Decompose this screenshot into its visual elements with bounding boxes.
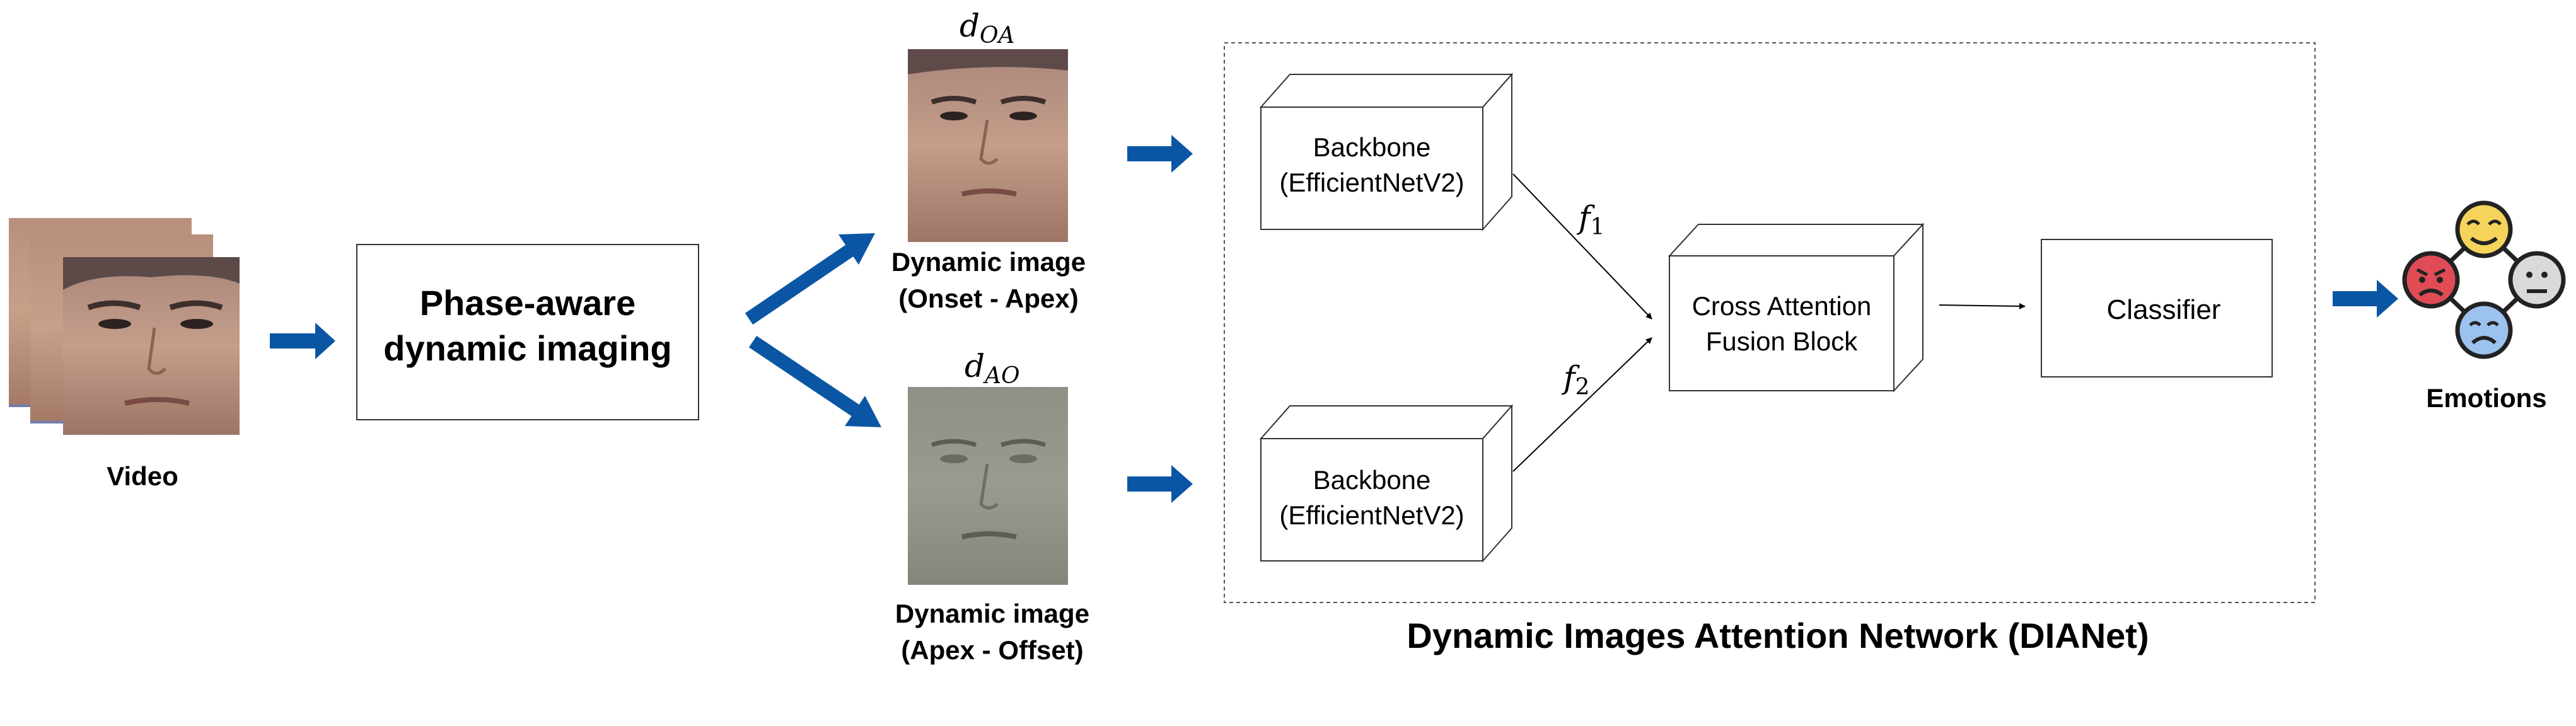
dyn-ao-symbol: dAO: [965, 348, 1020, 389]
backbone-top-box: [1259, 72, 1514, 231]
arrow-oa-to-backbone: [1127, 135, 1193, 173]
arrow-fusion-to-classifier: [1939, 302, 2026, 309]
backbone-bottom-line1: Backbone: [1313, 465, 1431, 495]
emoji-happy-icon: [2455, 200, 2513, 258]
phase-aware-line1: Phase-aware: [420, 283, 635, 323]
dyn-oa-caption-line1: Dynamic image: [891, 247, 1086, 277]
backbone-top-line1: Backbone: [1313, 132, 1431, 162]
emoji-neutral-icon: [2508, 251, 2566, 309]
classifier-box: [2041, 239, 2273, 377]
dyn-ao-caption-line2: (Apex - Offset): [901, 635, 1083, 665]
phase-aware-box: [356, 244, 699, 420]
arrow-phase-to-onset-apex: [745, 233, 875, 325]
dynamic-image-onset-apex: [908, 49, 1068, 242]
backbone-top-line2: (EfficientNetV2): [1279, 168, 1464, 197]
dyn-oa-caption-line2: (Onset - Apex): [898, 284, 1078, 313]
dianet-title: Dynamic Images Attention Network (DIANet…: [1407, 616, 2149, 655]
backbone-bottom-line2: (EfficientNetV2): [1279, 500, 1464, 530]
fusion-block-line1: Cross Attention: [1692, 291, 1872, 321]
emoji-sad-icon: [2455, 301, 2513, 359]
arrow-phase-to-apex-offset: [748, 335, 881, 427]
video-frame-stack: [9, 218, 240, 435]
dyn-oa-symbol: dOA: [960, 8, 1015, 49]
classifier-label: Classifier: [2107, 294, 2221, 325]
phase-aware-line2: dynamic imaging: [383, 328, 671, 368]
backbone-bottom-box: [1259, 404, 1514, 563]
arrow-ao-to-backbone: [1127, 465, 1193, 503]
fusion-block-box: [1668, 222, 1925, 393]
emoji-angry-icon: [2402, 251, 2460, 309]
dynamic-image-apex-offset: [908, 387, 1068, 585]
dyn-ao-caption-line1: Dynamic image: [895, 599, 1089, 628]
fusion-block-line2: Fusion Block: [1706, 326, 1858, 356]
arrow-f1: [1512, 173, 1652, 320]
arrow-f2: [1512, 337, 1652, 472]
arrow-video-to-phase: [270, 323, 335, 359]
emotions-caption: Emotions: [2426, 383, 2546, 413]
video-caption: Video: [107, 461, 178, 491]
arrow-classifier-to-emotions: [2333, 280, 2398, 318]
feature-f1-label: f1: [1576, 199, 1604, 240]
feature-f2-label: f2: [1561, 359, 1589, 400]
video-frame-front: [63, 257, 240, 435]
